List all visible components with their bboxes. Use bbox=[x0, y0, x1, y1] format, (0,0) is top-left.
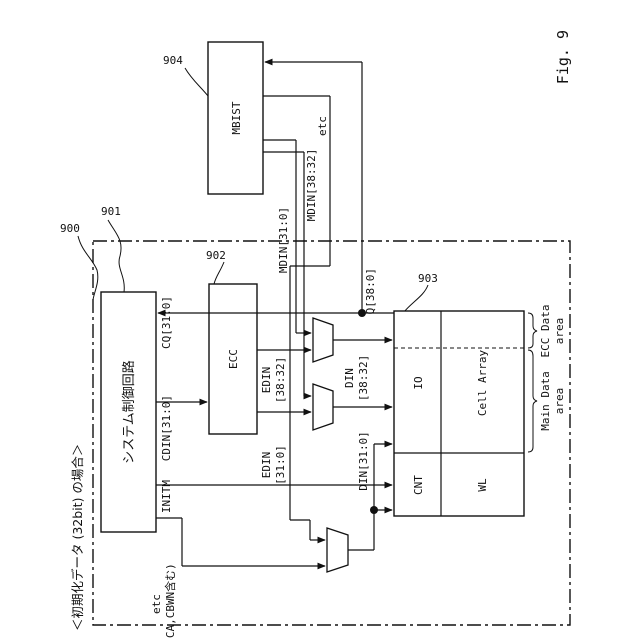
q-bus bbox=[158, 62, 394, 313]
ctrl-junction-dot bbox=[370, 506, 378, 514]
edin-hi-label-2: [38:32] bbox=[274, 357, 287, 403]
mdin-lo-label: MDIN[31:0] bbox=[277, 207, 290, 273]
mdin-hi-label: MDIN[38:32] bbox=[305, 149, 318, 222]
ecc-label: ECC bbox=[227, 349, 240, 369]
din-hi-label-1: DIN bbox=[343, 368, 356, 388]
edin-lo-label-2: [31:0] bbox=[274, 445, 287, 485]
ctrl-etc-wire bbox=[156, 518, 325, 566]
main-area-brace bbox=[528, 350, 537, 452]
ref-902: 902 bbox=[206, 249, 226, 262]
ref-904: 904 bbox=[163, 54, 183, 67]
leader-903 bbox=[404, 285, 428, 312]
cq-label: CQ[31:0] bbox=[160, 296, 173, 349]
mux-din-lo bbox=[313, 384, 333, 430]
din-hi-label-2: [38:32] bbox=[357, 355, 370, 401]
main-area-label-1: Main Data bbox=[539, 371, 552, 431]
mbist-label: MBIST bbox=[230, 101, 243, 134]
ref-900: 900 bbox=[60, 222, 80, 235]
io-label: IO bbox=[412, 376, 425, 389]
leader-901 bbox=[108, 220, 124, 292]
wl-label: WL bbox=[476, 478, 489, 492]
leader-902 bbox=[214, 262, 224, 284]
ctrl-mux-out-wire bbox=[348, 444, 392, 550]
etc-ctrl-label-2: (CA,CBWN含む) bbox=[163, 563, 177, 640]
mux-ctrl bbox=[327, 528, 348, 572]
ecc-area-brace bbox=[528, 313, 537, 348]
figure-caption: ＜初期化データ (32bit) の場合＞ bbox=[70, 444, 85, 631]
q-label: Q[38:0] bbox=[364, 268, 377, 314]
leader-900 bbox=[78, 236, 98, 300]
din-lo-label: DIN[31:0] bbox=[357, 431, 370, 491]
cell-array-label: Cell Array bbox=[476, 350, 489, 417]
cdin-label: CDIN[31:0] bbox=[160, 395, 173, 461]
ecc-area-label-1: ECC Data bbox=[539, 305, 552, 358]
etc-ctrl-label-1: etc bbox=[150, 594, 163, 614]
cnt-label: CNT bbox=[412, 475, 425, 495]
initm-label: INITM bbox=[160, 480, 173, 513]
edin-lo-label-1: EDIN bbox=[260, 452, 273, 479]
ecc-area-label-2: area bbox=[553, 318, 566, 345]
leader-904 bbox=[185, 68, 208, 96]
mux-din-hi bbox=[313, 318, 333, 362]
edin-hi-label-1: EDIN bbox=[260, 367, 273, 394]
system-control-label: システム制御回路 bbox=[121, 360, 137, 464]
ref-903: 903 bbox=[418, 272, 438, 285]
ref-901: 901 bbox=[101, 205, 121, 218]
etc-mbist-label: etc bbox=[316, 116, 329, 136]
fig-label: Fig. 9 bbox=[554, 30, 572, 84]
main-area-label-2: area bbox=[553, 388, 566, 415]
